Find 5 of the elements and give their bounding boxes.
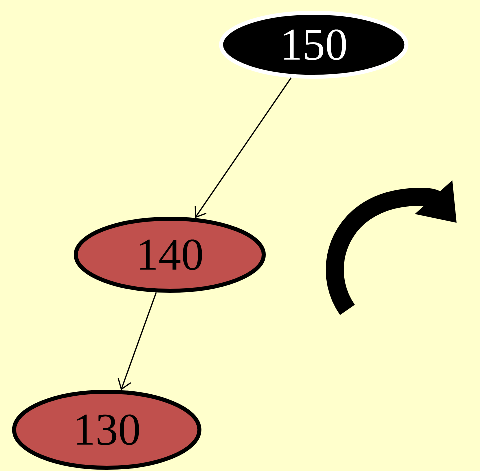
ellipse-node: 130 (12, 390, 202, 470)
arrow (194, 78, 292, 218)
ellipse-node: 140 (74, 217, 266, 293)
ellipse-node: 150 (219, 11, 409, 79)
arrow (118, 292, 158, 390)
